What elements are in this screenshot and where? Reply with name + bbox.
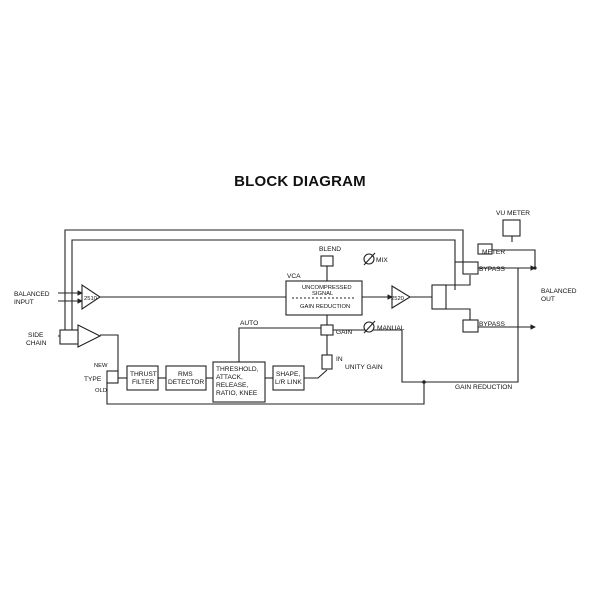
output-amp-2520 <box>391 285 412 309</box>
side-chain-label-2: CHAIN <box>26 340 47 347</box>
shape-link-block <box>272 365 305 391</box>
unity-gain-switch <box>321 354 333 370</box>
rms-detector-block <box>165 365 207 391</box>
type-old-label: OLD <box>95 388 107 394</box>
gain-box <box>320 324 334 336</box>
threshold-label-1: THRESHOLD, <box>216 366 259 373</box>
manual-label: MANUAL <box>377 325 405 332</box>
threshold-block <box>212 361 266 403</box>
diagram-title: BLOCK DIAGRAM <box>234 173 366 190</box>
uncompressed-label: UNCOMPRESSED <box>302 285 352 291</box>
rms-label-2: DETECTOR <box>168 379 204 386</box>
amp-2520-label: 2520 <box>391 296 404 302</box>
gain-label: GAIN <box>336 329 352 336</box>
type-new-label: NEW <box>94 363 108 369</box>
vca-label: VCA <box>287 273 301 280</box>
blend-label: BLEND <box>319 246 341 253</box>
type-switch <box>106 370 119 384</box>
vca-gain-reduction-label: GAIN REDUCTION <box>300 304 350 310</box>
shape-label-2: L/R LINK <box>275 379 302 386</box>
bypass-bottom-label: BYPASS <box>479 321 506 328</box>
sidechain-amp <box>77 324 102 348</box>
mix-knob-icon <box>363 252 376 266</box>
thrust-label-2: FILTER <box>132 379 154 386</box>
threshold-label-4: RATIO, KNEE <box>216 390 258 397</box>
gain-reduction-out-label: GAIN REDUCTION <box>455 384 512 391</box>
meter-switch <box>477 243 493 255</box>
bypass-top-label: BYPASS <box>479 266 506 273</box>
output-transformer <box>431 284 447 310</box>
auto-label: AUTO <box>240 320 258 327</box>
vu-meter-box <box>502 219 521 237</box>
bypass-top-box <box>462 261 479 275</box>
signal-label: SIGNAL <box>312 291 334 297</box>
amp-2510-label: 2510 <box>84 296 97 302</box>
bypass-bottom-box <box>462 319 479 333</box>
mix-label: MIX <box>376 257 388 264</box>
sidechain-box <box>59 329 79 345</box>
unity-gain-label: UNITY GAIN <box>345 364 383 371</box>
type-label: TYPE <box>84 376 102 383</box>
rms-label-1: RMS <box>178 371 193 378</box>
blend-box <box>320 255 334 267</box>
threshold-label-3: RELEASE, <box>216 382 248 389</box>
threshold-label-2: ATTACK, <box>216 374 243 381</box>
manual-knob-icon <box>363 320 376 334</box>
balanced-out-label-2: OUT <box>541 296 555 303</box>
vu-meter-label: VU METER <box>496 210 530 217</box>
meter-label: METER <box>482 249 505 256</box>
shape-label-1: SHAPE, <box>276 371 300 378</box>
balanced-out-label-1: BALANCED <box>541 288 577 295</box>
balanced-input-label-2: INPUT <box>14 299 34 306</box>
balanced-input-label-1: BALANCED <box>14 291 50 298</box>
thrust-filter-block <box>126 365 159 391</box>
thrust-label-1: THRUST <box>130 371 157 378</box>
input-amp-2510 <box>81 283 101 311</box>
side-chain-label-1: SIDE <box>28 332 44 339</box>
in-label: IN <box>336 356 343 363</box>
signal-wires <box>58 229 536 405</box>
